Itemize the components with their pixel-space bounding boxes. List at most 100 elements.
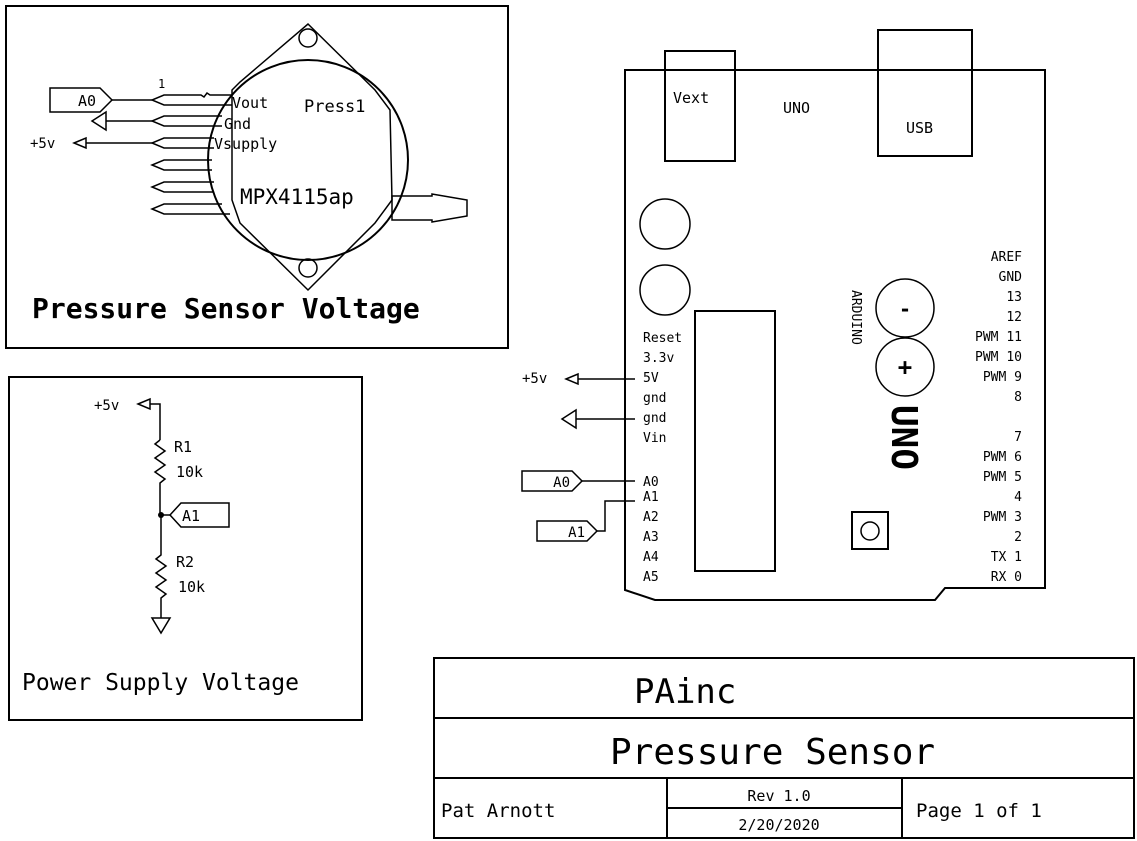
pin-3v3: 3.3v [643,351,674,366]
sensor-pin-1 [150,91,232,106]
uno-net-label-a1-text: A1 [568,525,585,541]
logo-plus-circle [875,337,935,397]
page-number: Page 1 of 1 [916,800,1042,822]
net-label-a0-text: A0 [78,92,96,110]
pin-reset: Reset [643,331,682,346]
power-supply-block: +5v R1 10k A1 R2 10k Power Supply Voltag… [8,376,363,721]
pressure-port-icon [391,193,468,223]
capacitor-2 [639,264,691,316]
pin-label-gnd: Gnd [224,115,251,133]
pin-2: 2 [1014,530,1022,545]
sensor-pin-4 [150,159,212,171]
usb-label: USB [906,119,933,137]
sensor-pin-2 [150,115,222,127]
pin-3: PWM 3 [983,510,1022,525]
uno-wire-a1 [597,500,635,532]
arduino-board-outline [624,69,1046,601]
pin-a4: A4 [643,550,659,565]
pin-1-tx: TX 1 [991,550,1022,565]
pin-label-vout: Vout [232,94,268,112]
supply-label: +5v [30,136,55,152]
pressure-sensor-block: A0 +5v 1 Vout Gnd Vsupply Press1 MPX4115… [5,5,509,349]
ps-supply-label: +5v [94,398,119,414]
pin-a2: A2 [643,510,659,525]
net-label-a0 [49,87,114,113]
date: 2/20/2020 [738,816,819,834]
right-header-pins: AREF GND 13 12 PWM 11 PWM 10 PWM 9 8 7 P… [975,250,1022,585]
pin-10: PWM 10 [975,350,1022,365]
microcontroller-chip [694,310,776,572]
sensor-pin-6 [150,203,230,215]
pin-aref: AREF [991,250,1022,265]
pin-label-vsupply: Vsupply [214,135,277,153]
pin-6: PWM 6 [983,450,1022,465]
ps-net-label-a1 [168,502,230,528]
left-header-pins: Reset 3.3v 5V gnd gnd Vin A0 A1 A2 A3 A4… [643,331,682,585]
ps-wire-top [150,403,161,440]
board-label: UNO [783,99,810,117]
sensor-body-circle [207,59,409,261]
uno-supply-label: +5v [522,371,547,387]
arduino-brand-label: ARDUINO [848,290,863,345]
uno-supply-arrow-icon [564,372,579,386]
pin-8: 8 [1014,390,1022,405]
company-name: PAinc [634,672,736,712]
uno-ground-icon [560,408,577,430]
supply-arrow-icon [72,136,87,150]
arduino-uno-block: Vext UNO USB - + ARDUINO UNO Reset 3.3v … [521,29,1046,601]
r1-ref: R1 [174,438,192,456]
logo-minus-circle [875,278,935,338]
logo-minus-icon: - [899,297,911,321]
pin-gnd-1: gnd [643,391,666,406]
project-title: Pressure Sensor [610,732,935,773]
ps-ground-icon [150,617,172,635]
uno-net-label-a0-text: A0 [553,475,570,491]
reset-button-circle [860,521,880,541]
sensor-pin-5 [150,181,214,193]
usb-connector [877,29,973,157]
sensor-pins [150,91,232,215]
pin-vin: Vin [643,431,666,446]
resistor-r2-icon [154,515,168,618]
revision: Rev 1.0 [747,787,810,805]
pin-a1: A1 [643,490,659,505]
title-block: PAinc Pressure Sensor Pat Arnott Rev 1.0… [433,657,1135,839]
power-supply-frame [8,376,363,721]
pin-4: 4 [1014,490,1022,505]
mount-hole-top [298,28,318,48]
mpx4115-sensor-symbol [207,22,468,292]
pin-a0: A0 [643,475,659,490]
pin-11: PWM 11 [975,330,1022,345]
pin-a3: A3 [643,530,659,545]
sensor-pin-3 [150,137,214,149]
ps-supply-arrow-icon [136,397,151,411]
author-name: Pat Arnott [441,800,555,822]
resistor-r1-icon [153,439,167,515]
ground-icon [90,110,107,132]
r2-ref: R2 [176,553,194,571]
pin-5v: 5V [643,371,659,386]
pin-13: 13 [1006,290,1022,305]
pin-number-label: 1 [158,77,165,91]
mount-hole-bottom [298,258,318,278]
component-part: MPX4115ap [240,185,354,209]
pressure-sensor-title: Pressure Sensor Voltage [32,292,420,325]
sensor-flange [231,22,393,292]
vext-connector [664,50,736,162]
r1-value: 10k [176,463,203,481]
title-block-frame [433,657,1135,839]
pin-12: 12 [1006,310,1022,325]
ps-net-label-a1-text: A1 [182,507,200,525]
logo-plus-icon: + [898,353,912,381]
capacitor-1 [639,198,691,250]
pin-0-rx: RX 0 [991,570,1022,585]
pin-7: 7 [1014,430,1022,445]
r2-value: 10k [178,578,205,596]
component-name: Press1 [304,97,365,117]
uno-logo-text: UNO [883,405,924,470]
pin-gnd-right: GND [999,270,1023,285]
pin-5: PWM 5 [983,470,1022,485]
uno-net-label-a0 [521,470,584,492]
pin-a5: A5 [643,570,659,585]
pin-gnd-2: gnd [643,411,666,426]
